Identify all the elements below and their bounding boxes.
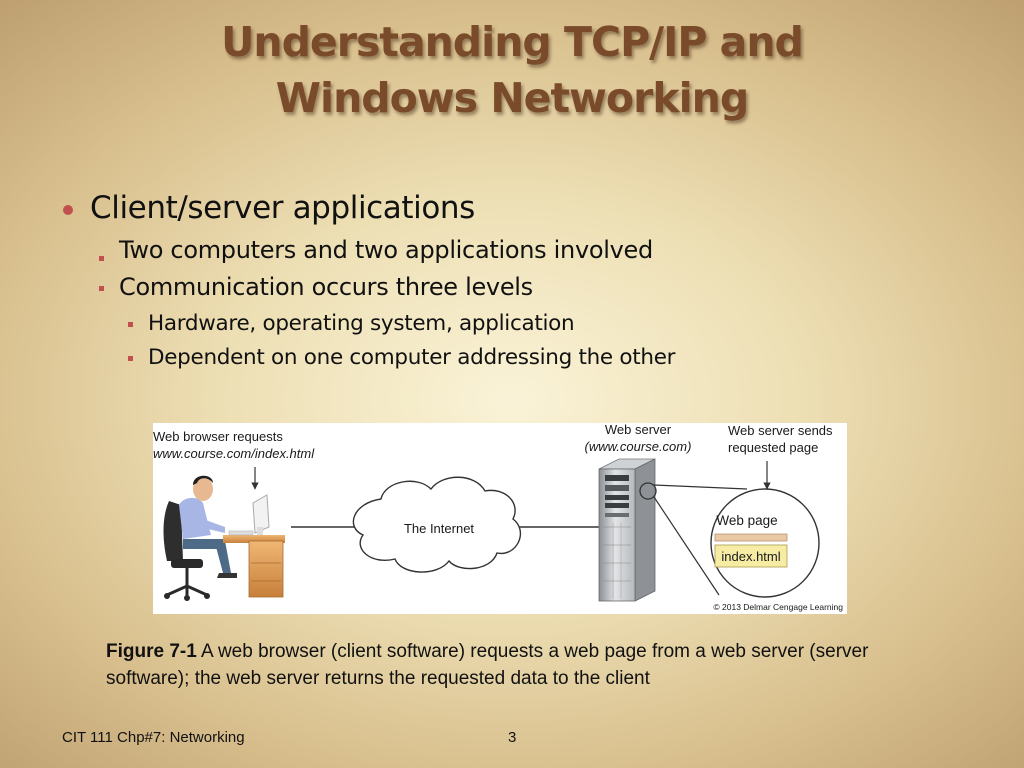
bullet-dot-icon — [63, 205, 73, 215]
bullet-level3-item: Hardware, operating system, application — [148, 311, 575, 336]
browser-request-label: Web browser requests — [153, 429, 283, 444]
zoom-line-top — [653, 484, 748, 490]
bullet-list: Client/server applications Two computers… — [63, 190, 676, 370]
figure-caption: Figure 7-1 A web browser (client softwar… — [106, 638, 926, 692]
browser-request-url: www.course.com/index.html — [153, 446, 315, 461]
web-server-domain: (www.course.com) — [585, 439, 692, 454]
caption-text: A web browser (client software) requests… — [106, 641, 869, 689]
zoom-line-bottom — [653, 496, 720, 596]
slide-title: Understanding TCP/IP and Windows Network… — [0, 14, 1024, 126]
bullet-level2-item: Two computers and two applications invol… — [119, 236, 653, 264]
bullet-level3-item: Dependent on one computer addressing the… — [148, 345, 676, 370]
slide-number: 3 — [508, 729, 517, 746]
page-header-bar — [714, 533, 788, 542]
web-server-label: Web server — [605, 423, 672, 437]
figure-illustration: Web browser requests www.course.com/inde… — [153, 423, 843, 612]
slide-title-line-2: Windows Networking — [275, 74, 749, 122]
bullet-square-icon — [99, 286, 104, 291]
figure-copyright: © 2013 Delmar Cengage Learning — [713, 602, 843, 612]
footer-course: CIT 111 Chp#7: Networking — [62, 729, 245, 746]
bullet-square-icon — [128, 356, 133, 361]
internet-label: The Internet — [404, 521, 474, 536]
internet-cloud-icon — [352, 476, 522, 573]
server-sends-label-2: requested page — [728, 440, 818, 455]
slide-title-line-1: Understanding TCP/IP and — [221, 18, 804, 66]
bullet-square-icon — [99, 256, 104, 261]
server-sends-label: Web server sends — [728, 423, 833, 438]
bullet-level2-item: Communication occurs three levels — [119, 273, 533, 301]
web-page-zoom-circle — [710, 488, 820, 598]
file-box — [714, 544, 788, 568]
user-at-computer-icon — [163, 475, 285, 601]
figure-number: Figure 7-1 — [106, 641, 197, 662]
web-page-label: Web page — [716, 513, 777, 528]
file-name-label: index.html — [721, 549, 780, 564]
zoom-source-ring — [639, 482, 657, 500]
web-server-icon — [598, 458, 656, 602]
bullet-square-icon — [128, 322, 133, 327]
client-server-figure: Web browser requests www.course.com/inde… — [153, 423, 847, 614]
bullet-level1: Client/server applications — [90, 190, 475, 226]
